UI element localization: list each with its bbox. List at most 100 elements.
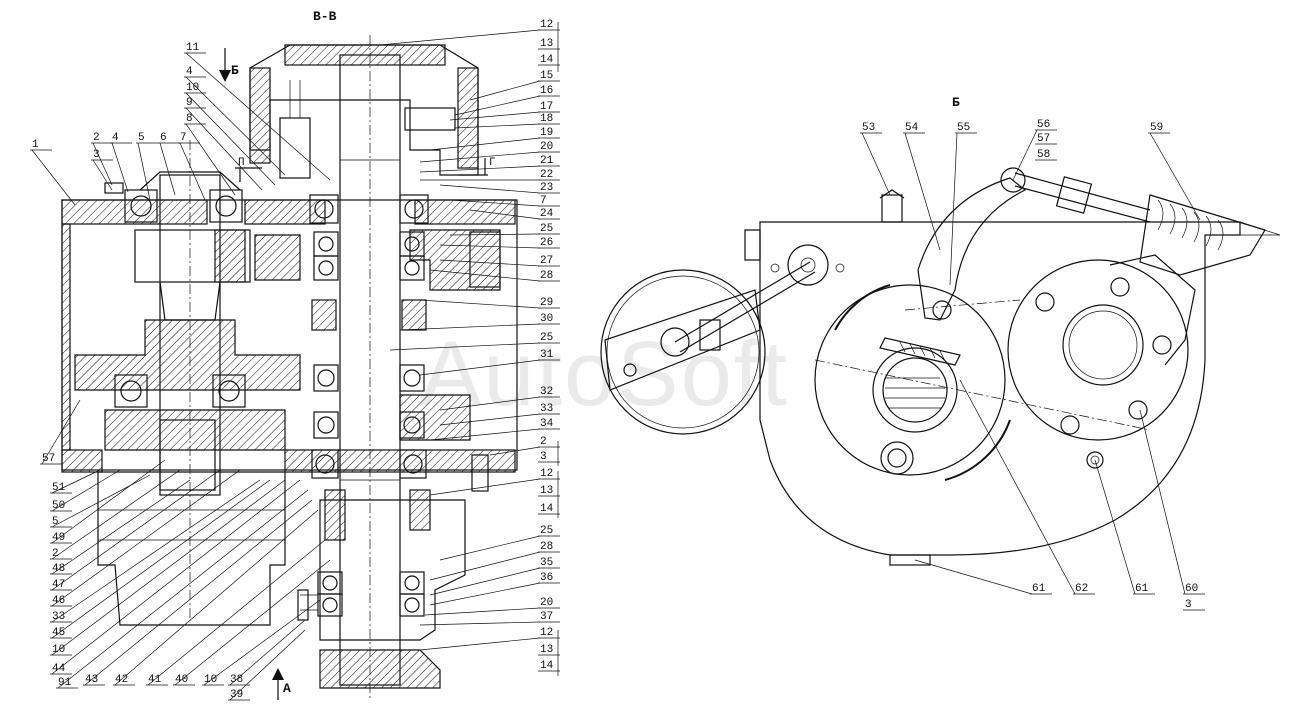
bearing-lower-right [218,380,240,402]
leader-line-7a [179,142,206,201]
lower-shaft-gear [399,394,471,441]
callout-26: 26 [540,237,553,249]
leader-line-39 [229,629,306,701]
callout-39: 39 [230,689,243,701]
callout-56: 56 [1037,119,1050,131]
callout-46: 46 [52,595,65,607]
callout-48: 48 [52,563,65,575]
callout-5b: 5 [52,516,59,528]
leader-line-35 [429,567,541,596]
disk-arc-top [834,284,891,331]
callout-37: 37 [540,611,553,623]
leader-line-2a [92,142,113,186]
leader-line-40 [174,559,331,686]
callout-43: 43 [85,674,98,686]
callout-51: 51 [52,482,66,494]
callout-22: 22 [540,169,553,181]
callout-12a: 12 [540,19,553,31]
left-wall [61,223,71,451]
leader-line-24 [469,209,541,220]
leader-line-60 [1139,409,1186,595]
callout-47: 47 [52,579,65,591]
callout-59: 59 [1150,122,1163,134]
housing-foot [889,554,931,566]
leader-line-7b [449,199,541,207]
tie-rod [1014,172,1151,211]
leader-line-33a [51,479,261,623]
leader-line-45 [51,479,271,639]
spacer-left [311,299,337,331]
lower-bearing-housing [319,499,466,641]
leader-line-10a [185,92,276,186]
bearing-lower-left [120,380,142,402]
callout-62: 62 [1075,583,1088,595]
wheel-hub [660,327,690,357]
callout-30: 30 [540,313,553,325]
callout-1: 1 [32,139,39,151]
top-plug [881,194,903,223]
leader-line-15 [469,80,541,101]
upper-gear-block [134,229,251,283]
leader-line-5b [51,474,151,528]
callout-55: 55 [957,122,970,134]
leader-line-12c [419,637,541,651]
callout-29: 29 [540,297,553,309]
leader-line-4a [111,142,129,193]
callout-4a: 4 [112,132,119,144]
leader-line-43 [84,499,313,686]
leader-line-28a [429,269,541,282]
lever-top-eye [1000,167,1026,193]
callout-10a: 10 [186,82,199,94]
leader-line-20a [419,151,541,163]
leader-line-47 [51,469,221,591]
base-casting [97,471,286,626]
gear-hub-upper [254,234,301,281]
callout-38: 38 [230,674,243,686]
leader-line-26 [439,244,541,249]
callout-4b: 4 [186,66,193,78]
lower-hub [104,409,286,451]
callout-7b: 7 [540,195,547,207]
leader-line-49 [51,459,166,544]
callout-40: 40 [175,674,188,686]
leader-line-91 [57,489,309,689]
leader-line-20b [424,607,541,616]
callout-25c: 25 [540,525,553,537]
leader-line-25a [449,233,541,236]
leader-line-53 [861,132,891,196]
leader-line-57 [41,399,81,465]
lever-arm [917,177,1027,321]
callout-57: 57 [42,453,55,465]
arrow-b-label: Б [231,63,239,78]
leader-line-29 [419,299,541,309]
callout-34: 34 [540,418,554,430]
leader-line-5a [137,142,151,201]
leader-line-37 [419,621,541,626]
callout-41: 41 [148,674,162,686]
leader-line-28b [429,551,541,581]
callout-28b: 28 [540,541,553,553]
callout-36: 36 [540,572,553,584]
callout-25b: 25 [540,332,553,344]
leader-line-2c [489,446,541,456]
leader-line-3a [92,159,113,191]
right-disk-bore [1062,304,1144,386]
callout-18: 18 [540,113,553,125]
callout-31: 31 [540,349,554,361]
housing-lip [744,229,761,261]
leader-line-9 [185,107,263,191]
leader-line-19 [429,137,541,151]
callout-20b: 20 [540,597,553,609]
cap-wall-left [249,67,271,164]
callout-13b: 13 [540,485,553,497]
callout-16: 16 [540,85,553,97]
link-rod [674,261,811,343]
cap-stud [279,117,311,179]
callout-3a: 3 [93,149,100,161]
callout-12b: 12 [540,468,553,480]
arrow-a-label: А [283,681,291,696]
rod-nut [1055,176,1093,214]
disk-pin [880,441,914,475]
